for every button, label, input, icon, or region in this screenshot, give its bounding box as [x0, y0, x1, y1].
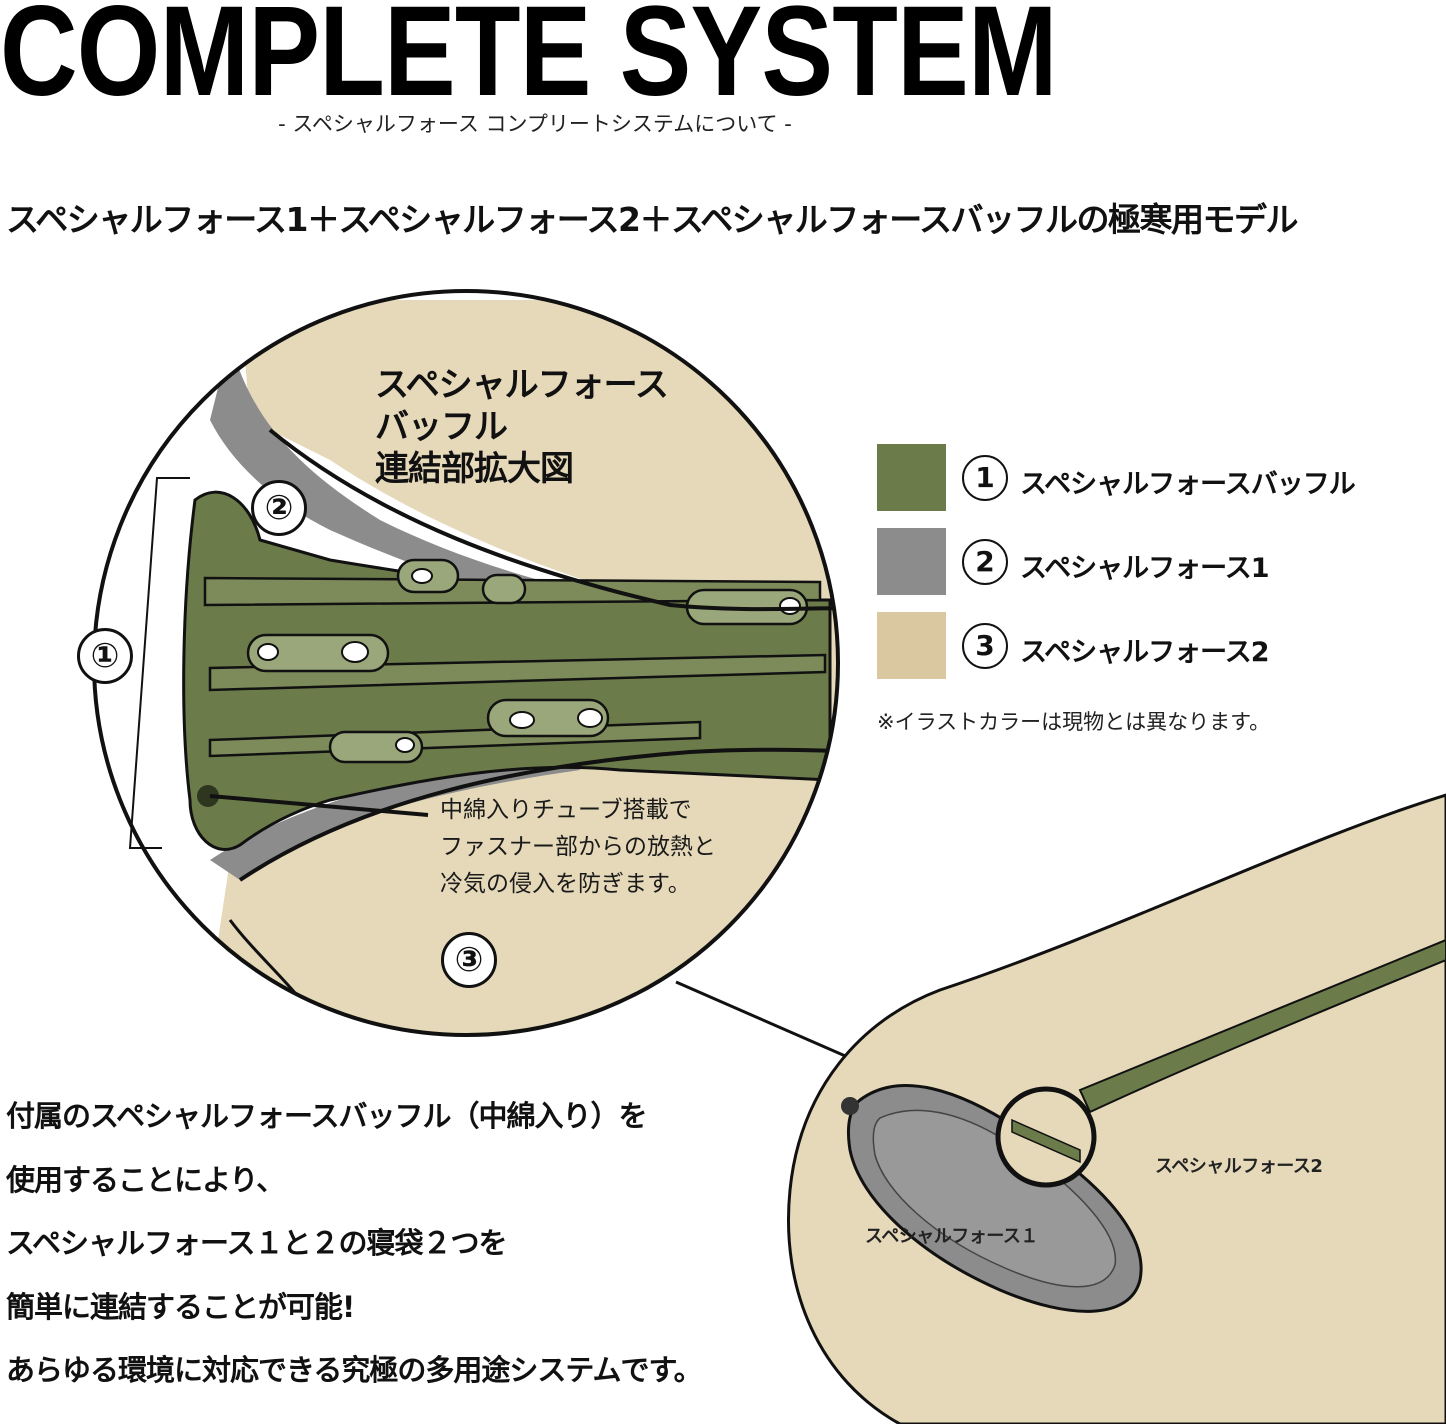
description-text: 付属のスペシャルフォースバッフル（中綿入り）を 使用することにより、 スペシャル… — [6, 1085, 703, 1403]
zipper-rail-2 — [208, 653, 827, 692]
legend-swatch-tan — [877, 612, 946, 679]
description-line-2: 使用することにより、 — [6, 1162, 285, 1197]
description-line-1: 付属のスペシャルフォースバッフル（中綿入り）を — [6, 1099, 648, 1133]
bag-label-inner: スペシャルフォース１ — [865, 1226, 1038, 1247]
legend-swatch-grey — [877, 528, 946, 595]
description-line-4: 簡単に連結することが可能! — [6, 1289, 355, 1324]
bag-zoom-marker-detail — [1011, 1118, 1081, 1164]
legend-number-2: 2 — [962, 539, 1008, 585]
bag-label-outer: スペシャルフォース2 — [1155, 1156, 1323, 1177]
sleeping-bag-illustration — [787, 793, 1446, 1424]
zoom-title-line-1: スペシャルフォース — [375, 365, 669, 405]
zoom-title: スペシャルフォース バッフル 連結部拡大図 — [375, 364, 669, 490]
callout-line-3: 冷気の侵入を防ぎます。 — [440, 871, 691, 897]
legend-label-3: スペシャルフォース2 — [1020, 637, 1270, 668]
description-line-5: あらゆる環境に対応できる究極の多用途システムです。 — [6, 1353, 703, 1387]
callout-leader — [209, 794, 429, 817]
callout-dot — [197, 785, 219, 807]
zoom-title-line-2: バッフル — [375, 407, 508, 447]
legend-number-3: 3 — [962, 623, 1008, 669]
page-subtitle: - スペシャルフォース コンプリートシステムについて - — [278, 112, 792, 136]
badge-2: ② — [251, 480, 307, 536]
bag-drawcord-stopper — [841, 1097, 859, 1115]
legend-note: ※イラストカラーは現物とは異なります。 — [877, 710, 1271, 734]
sketch-line-upper — [268, 428, 838, 612]
page-title: COMPLETE SYSTEM — [0, 0, 1058, 123]
zoom-title-line-3: 連結部拡大図 — [375, 449, 574, 489]
grey-layer-lower — [210, 752, 580, 880]
model-headline: スペシャルフォース1＋スペシャルフォース2＋スペシャルフォースバッフルの極寒用モ… — [6, 200, 1299, 239]
legend-number-1: 1 — [962, 455, 1008, 501]
callout-line-2: ファスナー部からの放熱と — [440, 834, 716, 860]
description-line-3: スペシャルフォース１と２の寝袋２つを — [6, 1226, 508, 1260]
legend-swatch-olive — [877, 444, 946, 511]
callout-line-1: 中綿入りチューブ搭載で — [440, 797, 692, 823]
baffle-bracket — [128, 477, 190, 849]
legend-label-2: スペシャルフォース1 — [1020, 553, 1270, 584]
callout-text: 中綿入りチューブ搭載で ファスナー部からの放熱と 冷気の侵入を防ぎます。 — [440, 792, 716, 903]
legend-label-1: スペシャルフォースバッフル — [1020, 469, 1356, 500]
bag-opening-inner — [872, 1109, 1117, 1288]
sketch-line-lower — [238, 747, 838, 882]
badge-3: ③ — [441, 932, 497, 988]
bag-olive-stripe — [1078, 938, 1446, 1114]
badge-1: ① — [77, 628, 133, 684]
